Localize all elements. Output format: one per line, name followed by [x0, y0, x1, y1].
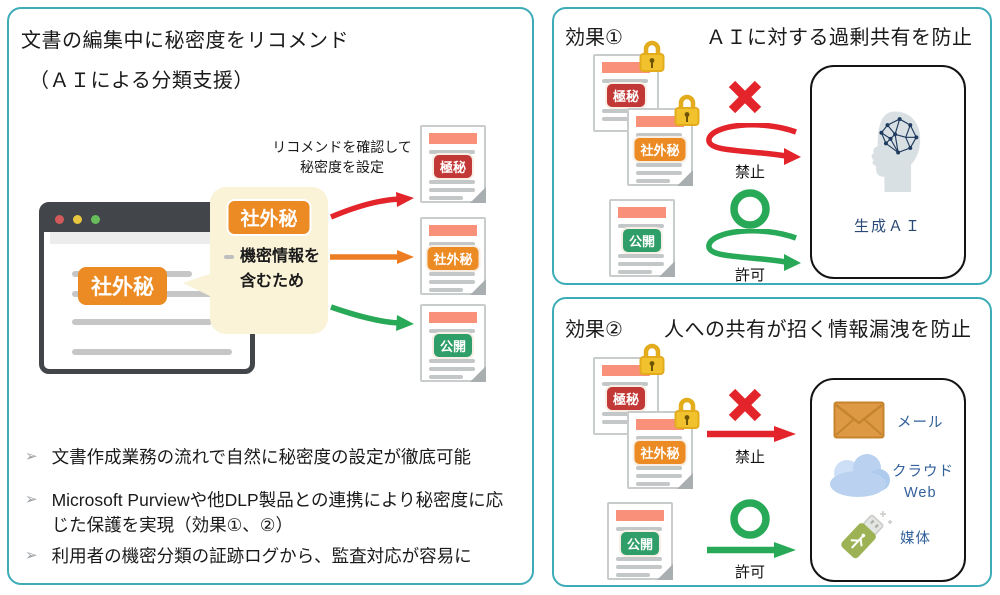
- page-fold-icon: [470, 187, 486, 203]
- cloud-icon: [830, 454, 890, 497]
- brain-network-icon: [871, 111, 921, 193]
- left-subtitle: （ＡＩによる分類支援）: [29, 70, 254, 92]
- circle-mark-icon: [730, 499, 770, 539]
- page-fold-icon: [677, 473, 693, 489]
- effect1-tag: 効果①: [565, 27, 623, 49]
- allow-label: 許可: [734, 267, 765, 284]
- x-mark-icon: [728, 80, 762, 114]
- window-sensitivity-badge: 社外秘: [78, 267, 167, 305]
- effect1-panel: 効果① ＡＩに対する過剰共有を防止 極秘 社外秘 公開: [552, 7, 992, 285]
- bubble-tail: [183, 273, 212, 297]
- doc-confidential: 社外秘: [420, 217, 486, 295]
- page-fold-icon: [470, 366, 486, 382]
- effect2-title: 人への共有が招く情報漏洩を防止: [664, 319, 972, 341]
- doc-top-secret: 極秘: [420, 125, 486, 203]
- lock-icon: [674, 94, 700, 126]
- usb-icon: [841, 511, 892, 559]
- badge-confidential: 社外秘: [632, 439, 688, 466]
- arrow-orange-straight: [330, 250, 414, 264]
- gen-ai-label: 生成ＡＩ: [853, 218, 922, 235]
- effect1-title: ＡＩに対する過剰共有を防止: [706, 27, 973, 49]
- lock-icon: [674, 397, 700, 429]
- badge-public: 公開: [620, 227, 664, 254]
- badge-top-secret: 極秘: [431, 153, 475, 180]
- bubble-sensitivity-badge: 社外秘: [226, 199, 312, 236]
- page-fold-icon: [677, 170, 693, 186]
- badge-confidential: 社外秘: [632, 136, 688, 163]
- badge-public: 公開: [431, 332, 475, 359]
- cloud-label: クラウド Web: [892, 464, 954, 501]
- lock-icon: [639, 343, 665, 375]
- lock-icon: [639, 40, 665, 72]
- arrow-green-down: [330, 304, 414, 331]
- doc-public: 公開: [420, 304, 486, 382]
- arrowhead-bullet-icon: ➢: [25, 448, 38, 465]
- recommend-note: リコメンドを確認して 秘密度を設定: [272, 139, 412, 175]
- page-fold-icon: [659, 261, 675, 277]
- recommend-bubble: 社外秘 機密情報を 含むため: [183, 187, 328, 334]
- badge-top-secret: 極秘: [604, 82, 648, 109]
- traffic-light-yellow-icon: [73, 215, 82, 224]
- document-text-line: [72, 319, 212, 325]
- gen-ai-box: 生成ＡＩ: [810, 65, 966, 279]
- arrowhead-bullet-icon: ➢: [25, 491, 38, 508]
- bubble-reason: 機密情報を 含むため: [224, 244, 320, 294]
- badge-public: 公開: [618, 530, 662, 557]
- arrowhead-bullet-icon: ➢: [25, 547, 38, 564]
- arrow-red-curved: [706, 123, 801, 165]
- allow-label: 許可: [734, 564, 765, 581]
- media-label: 媒体: [900, 531, 931, 547]
- arrow-green-curved: [706, 229, 801, 271]
- page-fold-icon: [470, 279, 486, 295]
- dash-icon: [224, 254, 234, 259]
- share-targets-box: メール クラウド Web 媒体: [810, 378, 966, 582]
- page-fold-icon: [657, 564, 673, 580]
- effect2-tag: 効果②: [565, 319, 623, 341]
- bullet-item: ➢ 文書作成業務の流れで自然に秘密度の設定が徹底可能: [25, 447, 472, 467]
- mail-icon: [833, 401, 885, 439]
- deny-label: 禁止: [734, 164, 765, 181]
- left-panel: 文書の編集中に秘密度をリコメンド （ＡＩによる分類支援） リコメンドを確認して …: [7, 7, 534, 585]
- deny-label: 禁止: [734, 449, 765, 466]
- effect2-panel: 効果② 人への共有が招く情報漏洩を防止 極秘 社外秘 公開: [552, 297, 992, 587]
- badge-top-secret: 極秘: [604, 385, 648, 412]
- browser-addressbar: [50, 232, 250, 244]
- badge-confidential: 社外秘: [425, 245, 481, 272]
- traffic-light-red-icon: [55, 215, 64, 224]
- doc-public: 公開: [609, 199, 675, 277]
- doc-public: 公開: [607, 502, 673, 580]
- circle-mark-icon: [730, 189, 770, 229]
- doc-top-secret-locked: 極秘: [593, 357, 659, 435]
- arrow-red-straight: [707, 426, 796, 442]
- x-mark-icon: [728, 388, 762, 422]
- arrow-red-up: [329, 192, 414, 220]
- arrow-green-straight: [707, 542, 796, 558]
- traffic-light-green-icon: [91, 215, 100, 224]
- doc-confidential-locked: 社外秘: [627, 411, 693, 489]
- document-text-line: [72, 349, 232, 355]
- bullet-item: ➢ 利用者の機密分類の証跡ログから、監査対応が容易に: [25, 546, 472, 566]
- left-title: 文書の編集中に秘密度をリコメンド: [21, 30, 349, 52]
- mail-label: メール: [897, 415, 944, 431]
- bullet-item: ➢ Microsoft Purviewや他DLP製品との連携により秘密度に応じた…: [25, 490, 504, 535]
